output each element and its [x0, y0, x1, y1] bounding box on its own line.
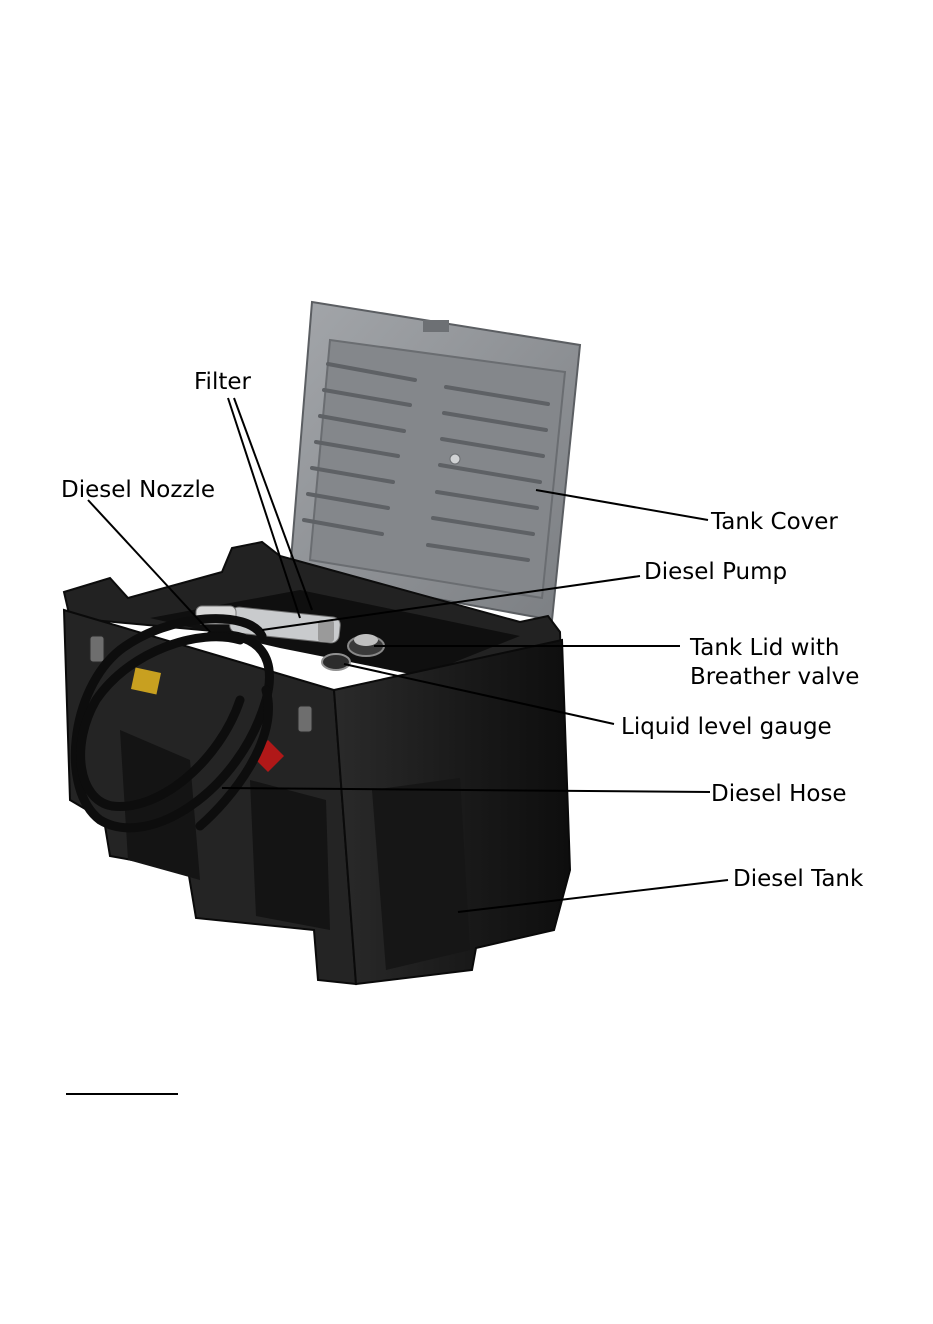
label-tank-lid-line1: Tank Lid with	[689, 635, 839, 661]
label-tank-cover: Tank Cover	[710, 509, 838, 535]
label-diesel-nozzle: Diesel Nozzle	[61, 477, 215, 503]
label-diesel-tank: Diesel Tank	[733, 866, 864, 892]
label-filter: Filter	[194, 369, 252, 395]
label-diesel-pump: Diesel Pump	[644, 559, 787, 585]
label-liquid-level-gauge: Liquid level gauge	[621, 714, 832, 740]
label-diesel-hose: Diesel Hose	[711, 781, 847, 807]
label-tank-lid-line2: Breather valve	[690, 664, 859, 690]
diesel-tank-illustration	[64, 302, 580, 984]
liquid-level-gauge-shape	[322, 654, 350, 670]
